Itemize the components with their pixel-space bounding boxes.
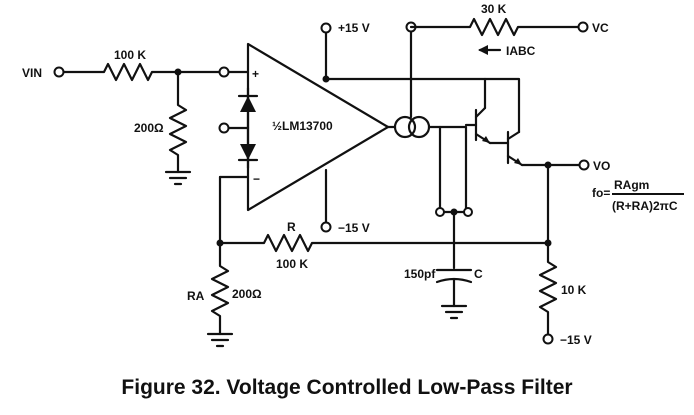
iabc-label: IABC [506,44,536,58]
vin-label: VIN [22,66,42,80]
supply-pins [320,22,332,233]
iabc-arrow [478,45,502,55]
opamp-label: ½LM13700 [272,119,333,133]
ra-label: RA [187,289,205,303]
vo-label: VO [593,159,610,173]
feedback-resistor-name: R [287,220,296,234]
formula-numerator: RAgm [614,178,649,192]
formula-denominator: (R+RA)2πC [612,199,678,213]
minus-sign: − [253,172,260,186]
output-node [544,159,590,247]
capacitor-name-label: C [474,267,483,281]
vneg-label: −15 V [338,221,370,235]
buffer-supply-wire [324,77,521,134]
vc-label: VC [592,21,609,35]
shunt-resistor [164,70,192,186]
vpos-label: +15 V [338,21,370,35]
feedback-network [206,175,550,348]
shunt-resistor-label: 200Ω [134,121,164,135]
ra-value-label: 200Ω [232,287,262,301]
plus-sign: + [252,67,259,81]
input-resistor-label: 100 K [114,48,146,62]
load-resistor-label: 10 K [561,283,587,297]
feedback-resistor-value: 100 K [276,257,308,271]
vin-terminal [53,66,65,78]
load-resistor [538,241,558,345]
vneg2-label: −15 V [560,333,592,347]
linearizing-diodes [218,86,259,179]
formula-lhs: fo= [592,186,610,200]
current-source-symbol [386,115,431,139]
capacitor-value-label: 150pf [404,267,436,281]
figure-caption: Figure 32. Voltage Controlled Low-Pass F… [121,376,573,399]
bias-resistor-label: 30 K [481,2,507,16]
amp-bias-wiring [405,17,589,119]
darlington-buffer [474,106,550,167]
vin-input-wiring [53,62,250,82]
buffer-input-network [427,123,478,320]
